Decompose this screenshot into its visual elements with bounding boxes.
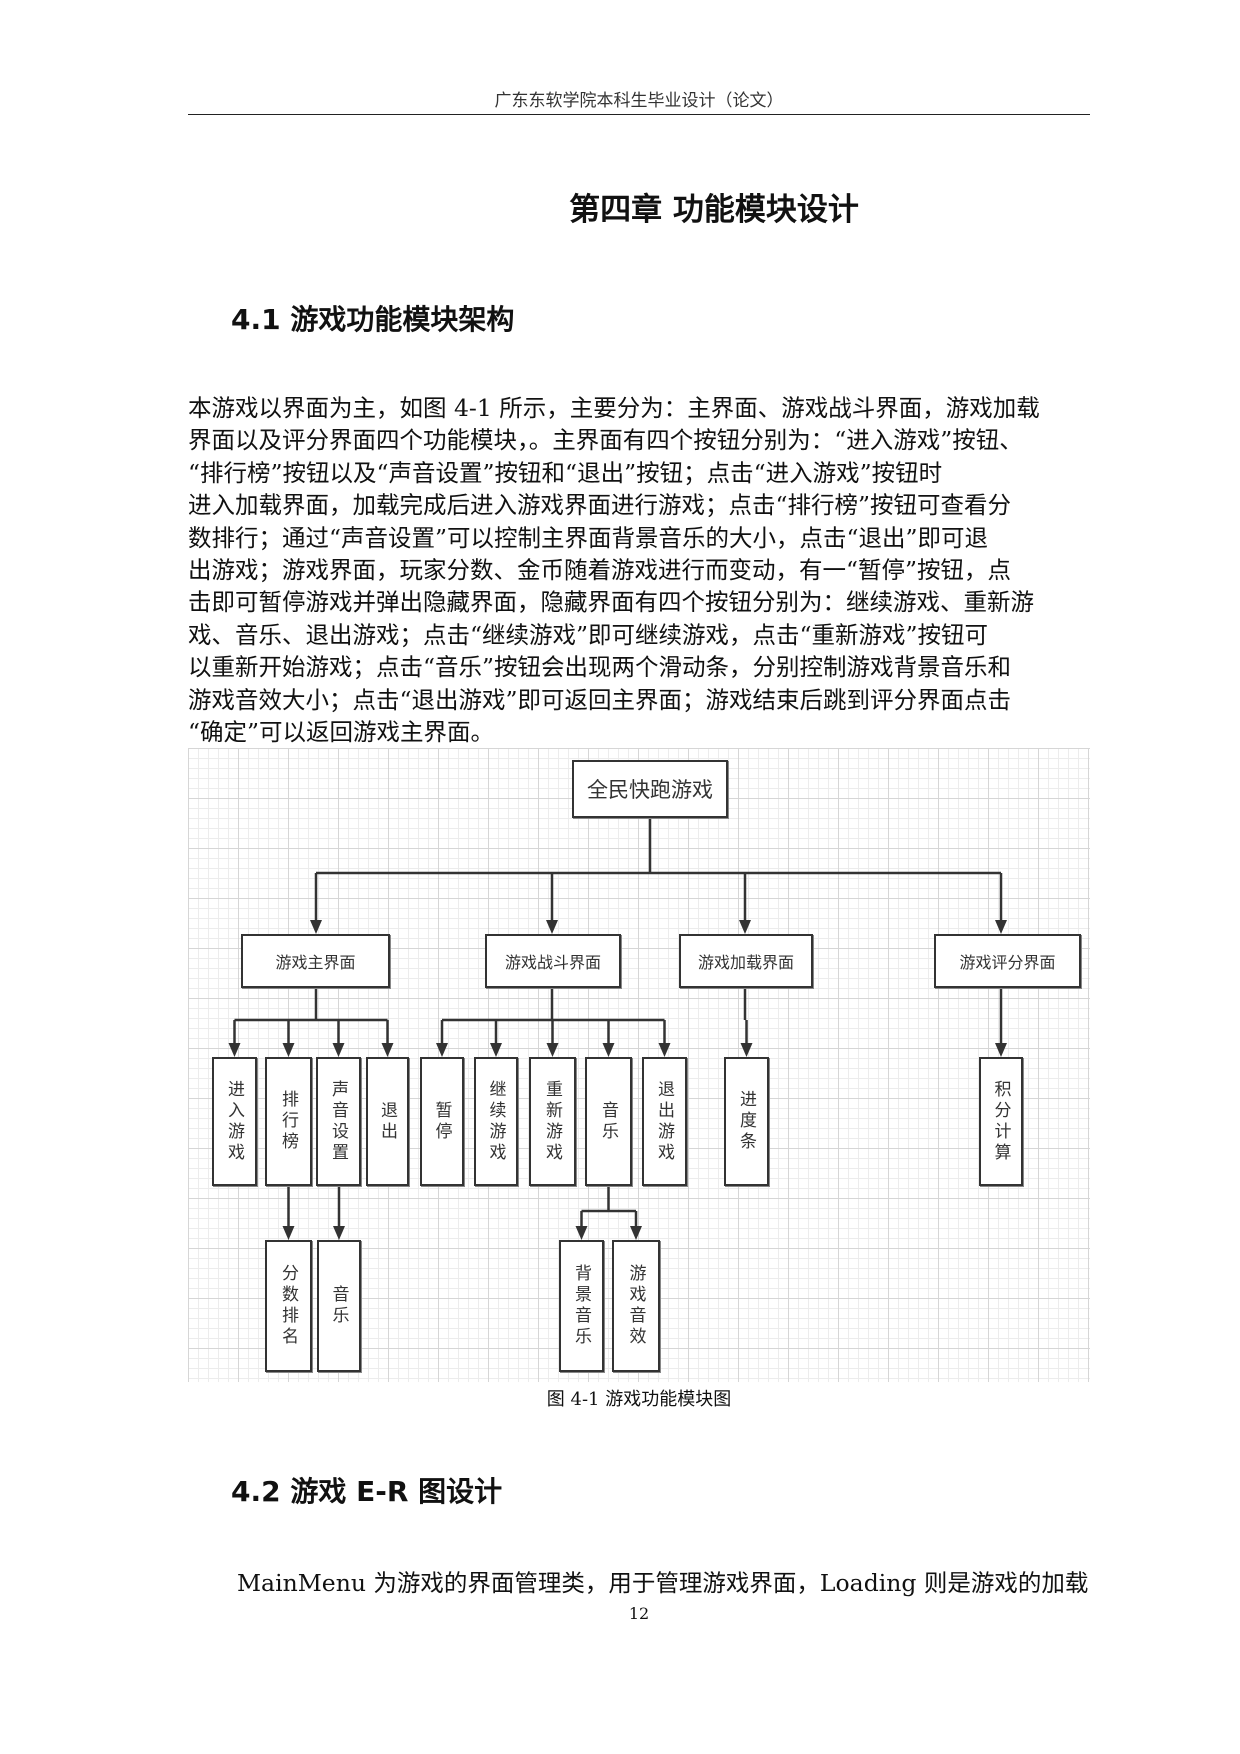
paragraph-line: 进入加载界面，加载完成后进入游戏界面进行游戏；点击“排行榜”按钮可查看分 bbox=[188, 491, 1012, 520]
node-label: 进度条 bbox=[736, 1090, 756, 1153]
arrowhead-icon bbox=[658, 1043, 671, 1057]
diagram-node: 背景音乐 bbox=[559, 1240, 604, 1372]
diagram-node: 游戏音效 bbox=[612, 1240, 660, 1372]
arrowhead-icon bbox=[381, 1043, 394, 1057]
diagram-node: 进入游戏 bbox=[212, 1057, 257, 1186]
arrowhead-icon bbox=[995, 920, 1007, 934]
page-number: 12 bbox=[628, 1604, 650, 1623]
node-label: 退出 bbox=[377, 1100, 397, 1143]
node-label: 进入游戏 bbox=[224, 1079, 244, 1164]
diagram-node: 音乐 bbox=[317, 1240, 361, 1372]
diagram-node: 分数排名 bbox=[265, 1240, 312, 1372]
diagram-node: 全民快跑游戏 bbox=[572, 760, 728, 818]
arrowhead-icon bbox=[310, 920, 322, 934]
diagram-node: 暂停 bbox=[420, 1057, 464, 1186]
paragraph-line: 以重新开始游戏；点击“音乐”按钮会出现两个滑动条，分别控制游戏背景音乐和 bbox=[188, 653, 1012, 682]
figure-caption: 图 4-1 游戏功能模块图 bbox=[546, 1389, 732, 1410]
node-label: 游戏主界面 bbox=[275, 953, 356, 972]
arrowhead-icon bbox=[630, 1226, 642, 1240]
diagram-node: 游戏加载界面 bbox=[679, 934, 813, 988]
diagram-node: 声音设置 bbox=[316, 1057, 361, 1186]
diagram-node: 音乐 bbox=[585, 1057, 632, 1186]
diagram-node: 游戏主界面 bbox=[241, 934, 390, 988]
node-label: 音乐 bbox=[328, 1285, 349, 1327]
paragraph-line: “排行榜”按钮以及“声音设置”按钮和“退出”按钮；点击“进入游戏”按钮时 bbox=[188, 458, 943, 487]
arrowhead-icon bbox=[228, 1043, 241, 1057]
node-label: 游戏加载界面 bbox=[697, 953, 794, 972]
node-label: 背景音乐 bbox=[571, 1264, 591, 1348]
arrowhead-icon bbox=[282, 1043, 295, 1057]
node-label: 游戏战斗界面 bbox=[504, 953, 601, 972]
arrowhead-icon bbox=[490, 1043, 502, 1057]
diagram-node: 退出游戏 bbox=[642, 1057, 687, 1186]
paragraph-line: “确定”可以返回游戏主界面。 bbox=[188, 718, 495, 747]
diagram-node: 重新游戏 bbox=[529, 1057, 576, 1186]
arrowhead-icon bbox=[546, 920, 558, 934]
diagram-node: 游戏评分界面 bbox=[934, 934, 1081, 988]
arrowhead-icon bbox=[602, 1043, 615, 1057]
header-divider bbox=[188, 114, 1090, 115]
arrowhead-icon bbox=[739, 920, 751, 934]
body-text-line: MainMenu 为游戏的界面管理类，用于管理游戏界面，Loading 则是游戏… bbox=[237, 1569, 1089, 1597]
node-label: 退出游戏 bbox=[654, 1079, 674, 1164]
node-label: 声音设置 bbox=[328, 1079, 348, 1164]
arrowhead-icon bbox=[575, 1226, 588, 1240]
arrowhead-icon bbox=[436, 1043, 448, 1057]
arrowhead-icon bbox=[995, 1043, 1007, 1057]
paragraph-line: 戏、音乐、退出游戏；点击“继续游戏”即可继续游戏，点击“重新游戏”按钮可 bbox=[188, 620, 989, 649]
node-label: 排行榜 bbox=[278, 1090, 298, 1153]
node-label: 重新游戏 bbox=[542, 1079, 562, 1164]
diagram-node: 积分计算 bbox=[979, 1057, 1023, 1186]
node-label: 分数排名 bbox=[278, 1264, 298, 1348]
paragraph-line: 界面以及评分界面四个功能模块，。主界面有四个按钮分别为：“进入游戏”按钮、 bbox=[188, 426, 1023, 455]
arrowhead-icon bbox=[282, 1226, 295, 1240]
body-paragraph: 本游戏以界面为主，如图 4-1 所示，主要分为：主界面、游戏战斗界面，游戏加载 … bbox=[188, 392, 1098, 748]
diagram-node: 排行榜 bbox=[265, 1057, 312, 1186]
arrowhead-icon bbox=[332, 1043, 345, 1057]
paragraph-line: 数排行；通过“声音设置”可以控制主界面背景音乐的大小，点击“退出”即可退 bbox=[188, 523, 989, 552]
diagram-node: 继续游戏 bbox=[474, 1057, 518, 1186]
node-label: 游戏评分界面 bbox=[959, 953, 1056, 972]
paragraph-line: 出游戏；游戏界面，玩家分数、金币随着游戏进行而变动，有一“暂停”按钮，点 bbox=[188, 556, 1012, 585]
page-header: 广东东软学院本科生毕业设计（论文） bbox=[494, 91, 784, 111]
arrowhead-icon bbox=[333, 1226, 345, 1240]
paragraph-line: 本游戏以界面为主，如图 4-1 所示，主要分为：主界面、游戏战斗界面，游戏加载 bbox=[188, 394, 1040, 422]
chapter-title: 第四章 功能模块设计 bbox=[569, 192, 859, 228]
section-heading-4-1: 4.1 游戏功能模块架构 bbox=[231, 303, 515, 336]
paragraph-line: 击即可暂停游戏并弹出隐藏界面，隐藏界面有四个按钮分别为：继续游戏、重新游 bbox=[188, 588, 1034, 617]
node-label: 暂停 bbox=[431, 1100, 452, 1143]
node-label: 积分计算 bbox=[990, 1079, 1011, 1164]
diagram-node: 游戏战斗界面 bbox=[485, 934, 621, 988]
section-heading-4-2: 4.2 游戏 E-R 图设计 bbox=[231, 1475, 503, 1508]
arrowhead-icon bbox=[740, 1043, 753, 1057]
node-label: 游戏音效 bbox=[625, 1264, 646, 1348]
diagram-node: 退出 bbox=[366, 1057, 409, 1186]
paragraph-line: 游戏音效大小；点击“退出游戏”即可返回主界面；游戏结束后跳到评分界面点击 bbox=[188, 685, 1012, 714]
diagram-node: 进度条 bbox=[724, 1057, 769, 1186]
connector-lines bbox=[228, 818, 1007, 1240]
node-label: 音乐 bbox=[598, 1100, 618, 1143]
arrowhead-icon bbox=[546, 1043, 559, 1057]
module-diagram: 全民快跑游戏游戏主界面进入游戏排行榜分数排名声音设置音乐退出游戏战斗界面暂停继续… bbox=[188, 748, 1090, 1382]
node-label: 继续游戏 bbox=[485, 1079, 506, 1164]
node-label: 全民快跑游戏 bbox=[587, 778, 713, 802]
